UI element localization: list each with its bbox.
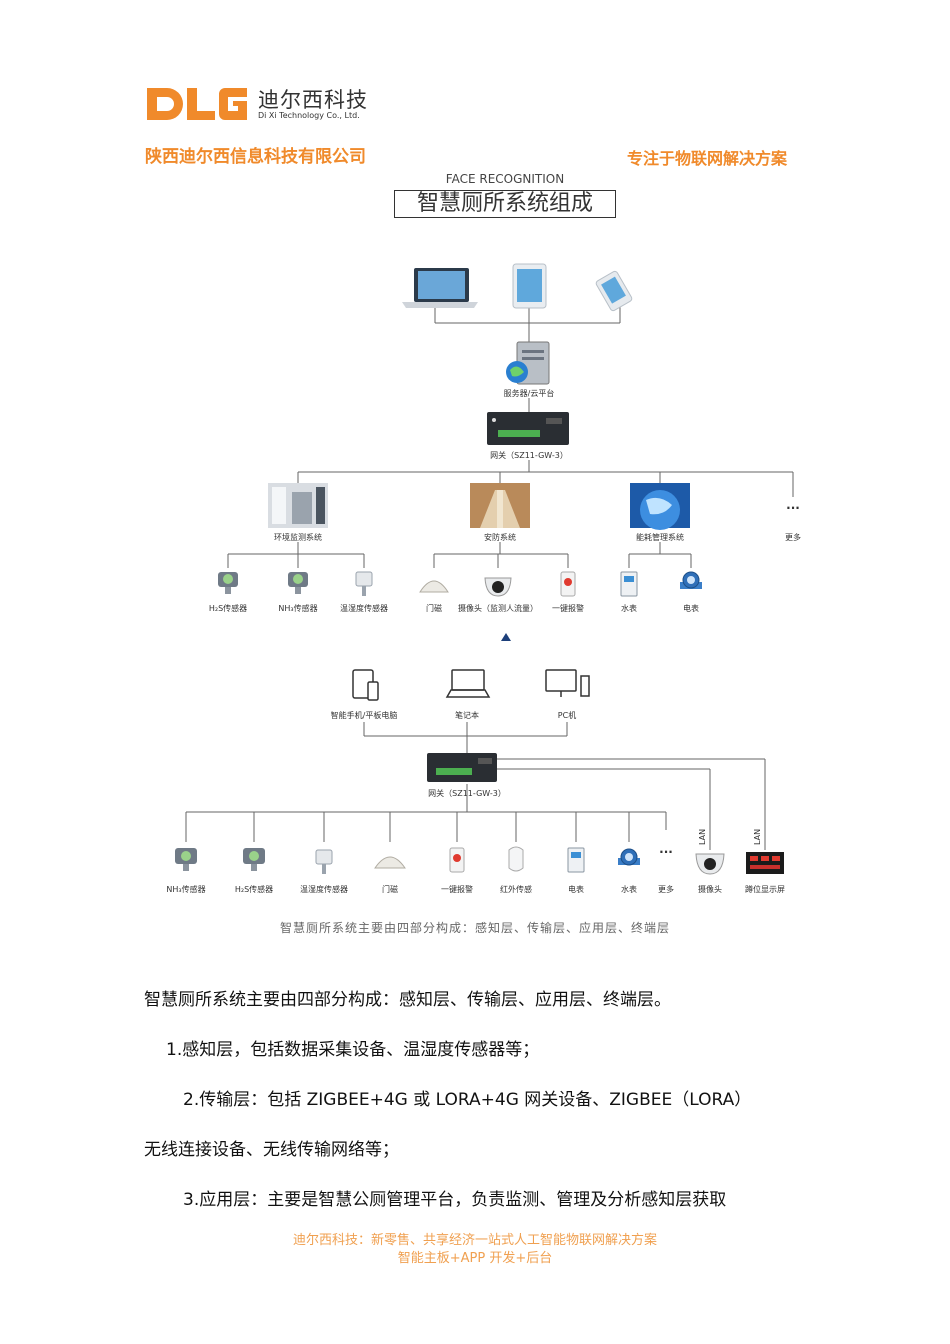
camera-icon xyxy=(484,577,512,597)
client-label-mobile: 智能手机/平板电脑 xyxy=(331,710,398,720)
device-label-humidity: 温湿度传感器 xyxy=(300,884,348,894)
alarm-button-icon xyxy=(449,847,465,873)
laptop-icon xyxy=(402,268,478,308)
system-label-more: 更多 xyxy=(785,532,801,542)
device-label-camera: 摄像头（监测人流量） xyxy=(458,603,538,613)
humidity-sensor-icon xyxy=(355,571,373,596)
water-meter-icon xyxy=(618,848,640,866)
device-label-door: 门磁 xyxy=(382,884,398,894)
lan-label: LAN xyxy=(698,829,707,845)
door-sensor-icon xyxy=(419,580,449,593)
gateway-label: 网关（SZ11-GW-3） xyxy=(490,450,568,460)
smartphone-tablet-icon xyxy=(352,669,379,701)
gateway-icon xyxy=(427,753,497,782)
paragraph-perception-layer: 1.感知层，包括数据采集设备、温湿度传感器等； xyxy=(166,1040,540,1060)
up-arrow-icon xyxy=(501,633,511,641)
logo-chinese-name: 迪尔西科技 xyxy=(258,88,368,112)
security-system-image xyxy=(470,483,530,528)
device-label-h2s: H₂S传感器 xyxy=(209,603,247,613)
paragraph-transport-layer: 2.传输层：包括 ZIGBEE+4G 或 LORA+4G 网关设备、ZIGBEE… xyxy=(183,1090,752,1110)
humidity-sensor-icon xyxy=(315,849,333,874)
system-label-environment: 环境监测系统 xyxy=(274,532,322,542)
server-icon xyxy=(506,341,550,385)
lan-label: LAN xyxy=(753,829,762,845)
dome-camera-icon xyxy=(695,853,725,875)
figure-caption: 智慧厕所系统主要由四部分构成：感知层、传输层、应用层、终端层 xyxy=(279,921,670,935)
notebook-icon xyxy=(445,669,491,698)
device-label-display: 蹲位显示屏 xyxy=(745,884,785,894)
client-label-pc: PC机 xyxy=(558,710,576,720)
company-name: 陕西迪尔西信息科技有限公司 xyxy=(145,147,366,167)
more-dots-icon: ··· xyxy=(786,501,800,515)
system-diagram: 服务器/云平台 网关（SZ11-GW-3） 环境监测系统 安防系统 能耗管理系统… xyxy=(166,263,801,894)
device-label-more: 更多 xyxy=(658,884,674,894)
nh3-sensor-icon xyxy=(288,572,308,594)
device-label-alarm: 一键报警 xyxy=(552,603,584,613)
gateway-label: 网关（SZ11-GW-3） xyxy=(428,788,506,798)
energy-management-image xyxy=(630,483,690,530)
infrared-sensor-icon xyxy=(508,846,524,872)
water-meter-icon xyxy=(620,571,638,597)
h2s-sensor-icon xyxy=(218,572,238,594)
system-label-energy: 能耗管理系统 xyxy=(636,532,684,542)
paragraph-transport-layer-cont: 无线连接设备、无线传输网络等； xyxy=(144,1140,399,1160)
device-label-electric: 电表 xyxy=(568,884,584,894)
device-label-water: 水表 xyxy=(621,603,637,613)
paragraph-intro: 智慧厕所系统主要由四部分构成：感知层、传输层、应用层、终端层。 xyxy=(144,990,671,1010)
device-label-humidity: 温湿度传感器 xyxy=(340,603,388,613)
device-label-nh3: NH₃传感器 xyxy=(278,603,317,613)
device-label-water: 水表 xyxy=(621,884,637,894)
phone-icon xyxy=(595,270,633,312)
system-label-security: 安防系统 xyxy=(484,532,516,542)
device-label-camera: 摄像头 xyxy=(698,884,722,894)
tablet-icon xyxy=(512,263,547,309)
footer-line-2: 智能主板+APP 开发+后台 xyxy=(397,1251,553,1266)
h2s-sensor-icon xyxy=(243,848,265,871)
client-label-notebook: 笔记本 xyxy=(455,710,479,720)
environment-monitoring-image xyxy=(268,483,328,528)
figure-title: 智慧厕所系统组成 xyxy=(394,190,616,218)
logo-english-name: Di Xi Technology Co., Ltd. xyxy=(258,111,360,120)
slogan: 专注于物联网解决方案 xyxy=(627,149,788,168)
device-label-alarm: 一键报警 xyxy=(441,884,473,894)
electric-meter-icon xyxy=(680,571,702,589)
footer-line-1: 迪尔西科技：新零售、共享经济一站式人工智能物联网解决方案 xyxy=(292,1233,657,1248)
device-label-nh3: NH₃传感器 xyxy=(166,884,205,894)
device-label-door: 门磁 xyxy=(426,603,442,613)
door-sensor-icon xyxy=(374,856,406,869)
alarm-button-icon xyxy=(560,571,576,597)
nh3-sensor-icon xyxy=(175,848,197,871)
electric-meter-icon xyxy=(567,847,585,873)
paragraph-application-layer: 3.应用层：主要是智慧公厕管理平台，负责监测、管理及分析感知层获取 xyxy=(183,1190,727,1210)
more-dots-icon: ··· xyxy=(659,845,673,859)
device-label-electric: 电表 xyxy=(683,603,699,613)
device-label-h2s: H₂S传感器 xyxy=(235,884,273,894)
company-logo xyxy=(147,88,247,120)
device-label-infrared: 红外传感 xyxy=(500,884,532,894)
server-label: 服务器/云平台 xyxy=(504,388,555,398)
figure-subtitle: FACE RECOGNITION xyxy=(445,172,565,186)
pc-icon xyxy=(545,669,590,697)
gateway-icon xyxy=(487,412,569,445)
stall-display-icon xyxy=(746,852,784,874)
